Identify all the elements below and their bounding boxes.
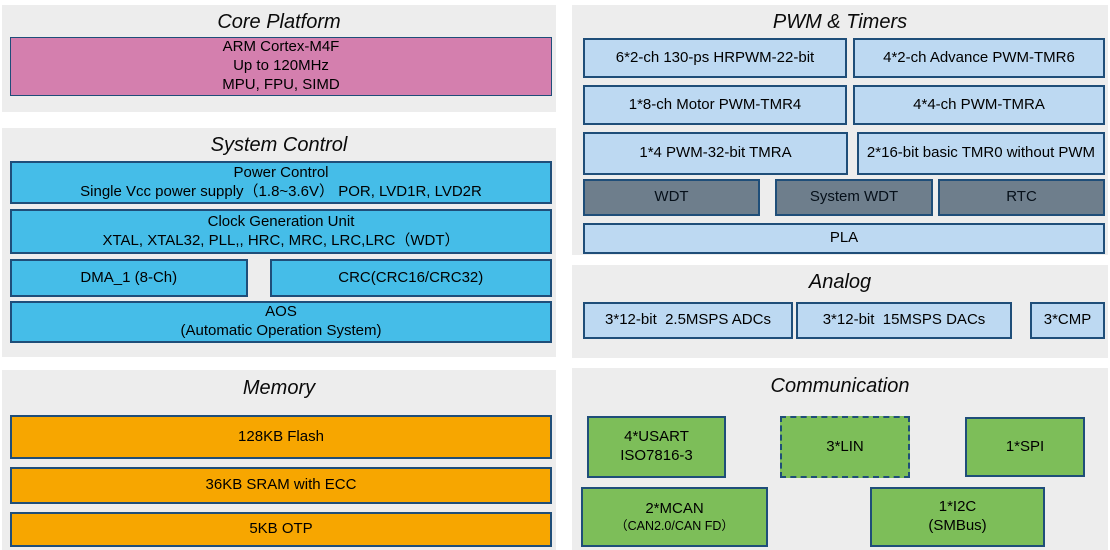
- tmra-4ch-label: 4*4-ch PWM-TMRA: [913, 95, 1045, 113]
- usart-line-2: ISO7816-3: [620, 447, 693, 464]
- block-hrpwm: 6*2-ch 130-ps HRPWM-22-bit: [583, 38, 847, 78]
- rtc-label: RTC: [1006, 188, 1037, 206]
- block-i2c: 1*I2C (SMBus): [870, 487, 1045, 547]
- block-aos: AOS (Automatic Operation System): [10, 301, 552, 343]
- mcan-line-1: 2*MCAN: [645, 499, 704, 517]
- tmr4-label: 1*8-ch Motor PWM-TMR4: [628, 95, 802, 113]
- block-flash: 128KB Flash: [10, 415, 552, 459]
- section-title-analog: Analog: [808, 271, 872, 293]
- block-otp: 5KB OTP: [10, 512, 552, 547]
- power-control-line-2: Single Vcc power supply（1.8~3.6V） POR, L…: [80, 182, 482, 200]
- block-cmp: 3*CMP: [1030, 302, 1105, 339]
- block-pwm-tmra-32bit: 1*4 PWM-32-bit TMRA: [583, 132, 848, 175]
- block-system-wdt: System WDT: [775, 179, 933, 216]
- section-title-system-control: System Control: [210, 134, 348, 156]
- aos-line-1: AOS: [265, 303, 297, 321]
- block-clock-generation-unit: Clock Generation Unit XTAL, XTAL32, PLL,…: [10, 209, 552, 254]
- block-power-control: Power Control Single Vcc power supply（1.…: [10, 161, 552, 204]
- block-sram: 36KB SRAM with ECC: [10, 467, 552, 504]
- section-title-pwm-timers: PWM & Timers: [772, 11, 908, 33]
- tmra-32bit-label: 1*4 PWM-32-bit TMRA: [639, 144, 792, 162]
- pla-label: PLA: [829, 229, 859, 247]
- block-tmr0: 2*16-bit basic TMR0 without PWM: [857, 132, 1105, 175]
- cpu-line-2: Up to 120MHz: [233, 57, 329, 75]
- cpu-line-3: MPU, FPU, SIMD: [222, 75, 340, 93]
- block-mcan: 2*MCAN （CAN2.0/CAN FD）: [581, 487, 768, 547]
- block-arm-cortex-m4f: ARM Cortex-M4F Up to 120MHz MPU, FPU, SI…: [10, 37, 552, 96]
- spi-label: 1*SPI: [1005, 437, 1045, 455]
- section-core-platform: Core Platform ARM Cortex-M4F Up to 120MH…: [2, 5, 556, 112]
- section-analog: Analog 3*12-bit 2.5MSPS ADCs 3*12-bit 15…: [572, 265, 1108, 358]
- flash-label: 128KB Flash: [238, 427, 324, 445]
- block-dac: 3*12-bit 15MSPS DACs: [796, 302, 1012, 339]
- section-title-communication: Communication: [770, 375, 910, 397]
- cmp-label: 3*CMP: [1043, 311, 1092, 329]
- sram-label: 36KB SRAM with ECC: [205, 476, 357, 494]
- block-spi: 1*SPI: [965, 417, 1085, 477]
- block-wdt: WDT: [583, 179, 760, 216]
- clock-line-1: Clock Generation Unit: [207, 212, 355, 230]
- block-lin: 3*LIN: [780, 416, 910, 478]
- block-pla: PLA: [583, 223, 1105, 254]
- i2c-line-1: 1*I2C: [938, 498, 977, 516]
- lin-label: 3*LIN: [826, 437, 864, 455]
- hrpwm-label: 6*2-ch 130-ps HRPWM-22-bit: [615, 48, 815, 66]
- adc-label: 3*12-bit 2.5MSPS ADCs: [605, 311, 771, 329]
- system-wdt-label: System WDT: [809, 188, 899, 206]
- block-usart: 4*USART ISO7816-3: [587, 416, 726, 478]
- cpu-line-1: ARM Cortex-M4F: [222, 38, 340, 56]
- block-pwm-tmr6: 4*2-ch Advance PWM-TMR6: [853, 38, 1105, 78]
- section-pwm-timers: PWM & Timers 6*2-ch 130-ps HRPWM-22-bit …: [572, 5, 1108, 255]
- section-title-core-platform: Core Platform: [217, 11, 341, 33]
- crc-label: CRC(CRC16/CRC32): [338, 268, 484, 286]
- block-adc: 3*12-bit 2.5MSPS ADCs: [583, 302, 793, 339]
- section-memory: Memory 128KB Flash 36KB SRAM with ECC 5K…: [2, 370, 556, 550]
- section-system-control: System Control Power Control Single Vcc …: [2, 128, 556, 357]
- power-control-line-1: Power Control: [233, 163, 329, 181]
- clock-line-2: XTAL, XTAL32, PLL,, HRC, MRC, LRC,LRC（WD…: [102, 231, 460, 249]
- aos-line-2: (Automatic Operation System): [180, 322, 382, 339]
- block-crc: CRC(CRC16/CRC32): [269, 259, 552, 297]
- block-motor-pwm-tmr4: 1*8-ch Motor PWM-TMR4: [583, 85, 847, 125]
- i2c-line-2: (SMBus): [928, 517, 987, 534]
- dac-label: 3*12-bit 15MSPS DACs: [822, 311, 986, 329]
- block-dma: DMA_1 (8-Ch): [10, 259, 248, 297]
- mcan-line-2: （CAN2.0/CAN FD）: [615, 518, 734, 533]
- block-rtc: RTC: [938, 179, 1105, 216]
- block-pwm-tmra-4ch: 4*4-ch PWM-TMRA: [853, 85, 1105, 125]
- otp-label: 5KB OTP: [249, 520, 313, 538]
- wdt-label: WDT: [654, 188, 689, 206]
- dma-label: DMA_1 (8-Ch): [80, 268, 178, 286]
- tmr6-label: 4*2-ch Advance PWM-TMR6: [883, 48, 1075, 66]
- section-title-memory: Memory: [242, 377, 316, 399]
- section-communication: Communication 4*USART ISO7816-3 3*LIN 1*…: [572, 368, 1108, 550]
- tmr0-label: 2*16-bit basic TMR0 without PWM: [866, 144, 1096, 162]
- usart-line-1: 4*USART: [624, 428, 689, 446]
